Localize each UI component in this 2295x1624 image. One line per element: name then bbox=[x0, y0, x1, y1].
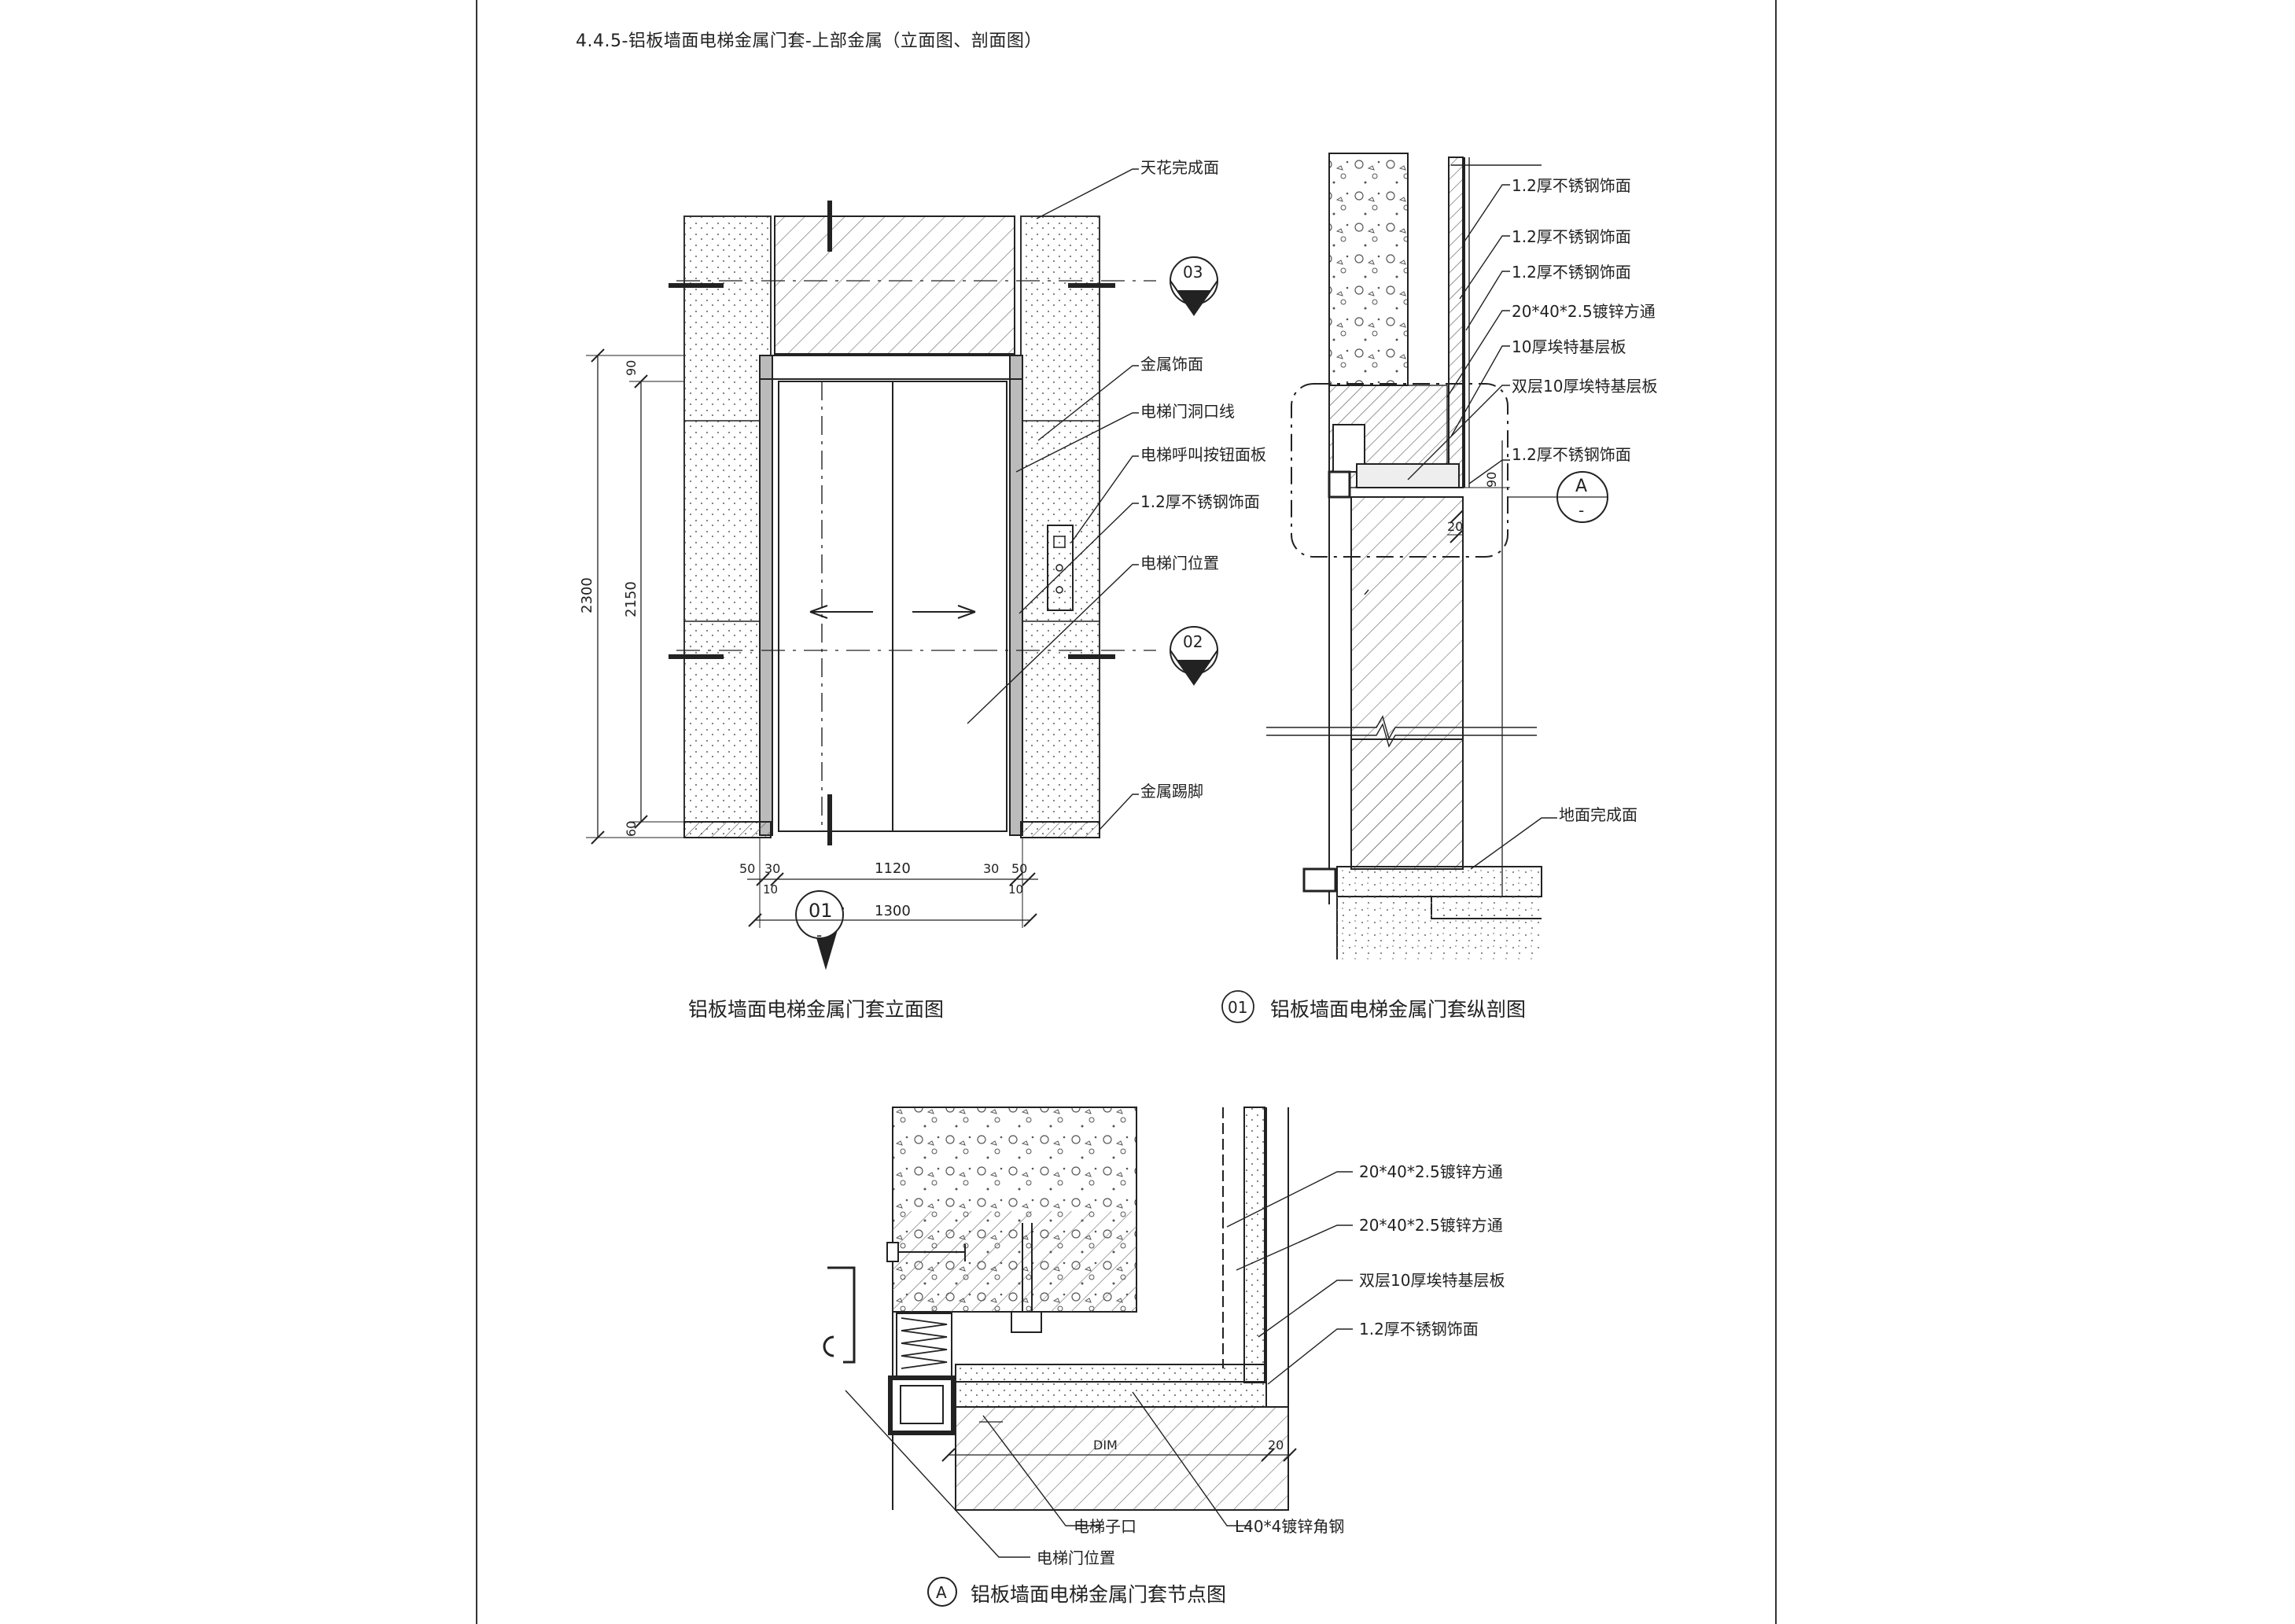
elevation-label-metal-finish: 金属饰面 bbox=[1140, 355, 1203, 374]
sheet-border-right bbox=[1775, 0, 1777, 1624]
dim-10-left: 10 bbox=[763, 882, 778, 897]
elevation-label-call-panel: 电梯呼叫按钮面板 bbox=[1140, 445, 1266, 464]
elevation-view bbox=[586, 168, 1218, 970]
elevation-labels: 天花完成面 金属饰面 电梯门洞口线 电梯呼叫按钮面板 1.2厚不锈钢饰面 电梯门… bbox=[579, 158, 1266, 945]
section-labels: 1.2厚不锈钢饰面 1.2厚不锈钢饰面 1.2厚不锈钢饰面 20*40*2.5镀… bbox=[1447, 176, 1657, 824]
sheet-title: 4.4.5-铝板墙面电梯金属门套-上部金属（立面图、剖面图） bbox=[576, 31, 1042, 51]
dim-top-band: 90 bbox=[624, 360, 639, 376]
dim-50-right: 50 bbox=[1011, 861, 1027, 876]
detail-label-1: 20*40*2.5镀锌方通 bbox=[1359, 1162, 1503, 1181]
section-label-3: 1.2厚不锈钢饰面 bbox=[1512, 263, 1631, 282]
section-view bbox=[1266, 153, 1608, 959]
elevation-label-baseboard: 金属踢脚 bbox=[1140, 782, 1203, 801]
detail-view bbox=[823, 1107, 1353, 1607]
elevation-caption: 铝板墙面电梯金属门套立面图 bbox=[688, 998, 945, 1021]
detail-label-4: 1.2厚不锈钢饰面 bbox=[1359, 1320, 1479, 1339]
dim-door-height: 2150 bbox=[623, 581, 639, 617]
detail-dim-20: 20 bbox=[1268, 1438, 1284, 1453]
sheet-border-left bbox=[476, 0, 477, 1624]
detail-label-5: 电梯子口 bbox=[1074, 1517, 1136, 1536]
section-label-6: 双层10厚埃特基层板 bbox=[1512, 377, 1657, 396]
marker-01-sub: - bbox=[816, 926, 822, 945]
marker-03: 03 bbox=[1183, 263, 1203, 282]
dim-30-left: 30 bbox=[764, 861, 780, 876]
dim-1120: 1120 bbox=[875, 860, 911, 877]
detail-marker-a: A bbox=[1575, 477, 1587, 496]
detail-labels: 20*40*2.5镀锌方通 20*40*2.5镀锌方通 双层10厚埃特基层板 1… bbox=[936, 1162, 1505, 1602]
detail-marker-a-sub: - bbox=[1579, 501, 1584, 520]
section-label-1: 1.2厚不锈钢饰面 bbox=[1512, 176, 1631, 195]
section-label-floor: 地面完成面 bbox=[1559, 805, 1637, 824]
detail-marker-a-circle-text: A bbox=[936, 1583, 947, 1602]
elevation-label-stainless: 1.2厚不锈钢饰面 bbox=[1140, 492, 1260, 511]
section-label-7: 1.2厚不锈钢饰面 bbox=[1512, 445, 1631, 464]
elevation-label-door-position: 电梯门位置 bbox=[1140, 554, 1219, 573]
section-caption: 铝板墙面电梯金属门套纵剖图 bbox=[1270, 998, 1527, 1021]
detail-label-7: 电梯门位置 bbox=[1037, 1549, 1115, 1567]
detail-label-2: 20*40*2.5镀锌方通 bbox=[1359, 1216, 1503, 1235]
dim-1300: 1300 bbox=[875, 903, 911, 919]
elevation-label-door-opening-line: 电梯门洞口线 bbox=[1140, 402, 1235, 421]
section-caption-marker: 01 bbox=[1228, 998, 1247, 1017]
detail-label-3: 双层10厚埃特基层板 bbox=[1359, 1271, 1505, 1290]
section-label-2: 1.2厚不锈钢饰面 bbox=[1512, 227, 1631, 246]
detail-caption: 铝板墙面电梯金属门套节点图 bbox=[971, 1583, 1227, 1606]
marker-01: 01 bbox=[809, 900, 833, 922]
dim-10-right: 10 bbox=[1008, 882, 1023, 897]
detail-label-6: L40*4镀锌角钢 bbox=[1235, 1517, 1344, 1536]
section-dim-20: 20 bbox=[1447, 519, 1463, 534]
detail-dim: DIM bbox=[1093, 1438, 1118, 1453]
elevation-label-ceiling: 天花完成面 bbox=[1140, 158, 1219, 177]
section-label-5: 10厚埃特基层板 bbox=[1512, 337, 1626, 356]
dim-50: 50 bbox=[739, 861, 755, 876]
captions: 01 bbox=[1221, 990, 1254, 1023]
dim-30-right: 30 bbox=[983, 861, 999, 876]
dim-base-band: 60 bbox=[624, 821, 639, 837]
section-dim-90: 90 bbox=[1484, 472, 1499, 488]
section-label-4: 20*40*2.5镀锌方通 bbox=[1512, 302, 1656, 321]
marker-02: 02 bbox=[1183, 632, 1203, 651]
dim-total-height: 2300 bbox=[579, 577, 595, 613]
